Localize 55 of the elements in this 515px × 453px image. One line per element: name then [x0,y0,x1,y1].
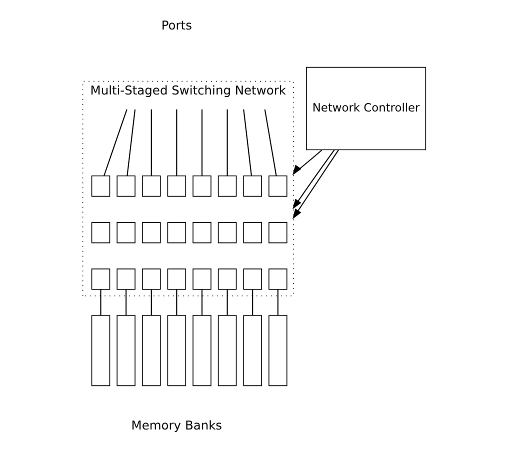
connector [126,289,127,316]
node-box [268,222,288,244]
node-box: Network Controller [306,66,426,150]
arrow [292,150,322,176]
connector [201,289,203,316]
node-bar [243,315,262,386]
node-box [91,175,110,197]
node-bar [142,315,161,386]
node-box [192,175,212,197]
connector [226,289,228,316]
connector [150,289,152,316]
node-box [116,268,136,290]
arrow [292,150,340,220]
connector [176,109,178,176]
connector [226,109,228,176]
node-bar [91,315,110,386]
node-box [167,222,186,244]
node-box [218,222,237,244]
label: Memory Banks [131,418,222,432]
node-box [91,268,110,290]
node-box [243,222,262,244]
node-box [91,222,110,244]
connector [126,109,136,176]
node-bar [167,315,186,386]
node-box [142,222,161,244]
node-bar [192,315,212,386]
node-box [167,175,186,197]
node-box [116,222,136,244]
node-box [243,175,262,197]
connector [104,109,128,176]
arrow [292,150,335,210]
connector [150,109,152,176]
node-box [192,222,212,244]
node-box [142,268,161,290]
cluster: Multi-Staged Switching Network [82,80,294,296]
node-box [218,268,237,290]
connector [176,289,178,316]
node-box [192,268,212,290]
connector [277,289,278,316]
node-box [142,175,161,197]
connector [252,289,254,316]
connector [201,109,203,176]
connector [243,109,252,176]
label: Ports [161,18,192,32]
node-bar [268,315,288,386]
connector [100,289,102,316]
node-box [243,268,262,290]
node-box [268,268,288,290]
node-bar [116,315,136,386]
node-box [116,175,136,197]
connector [264,109,277,176]
node-box [218,175,237,197]
node-bar [218,315,237,386]
node-box [167,268,186,290]
node-box [268,175,288,197]
